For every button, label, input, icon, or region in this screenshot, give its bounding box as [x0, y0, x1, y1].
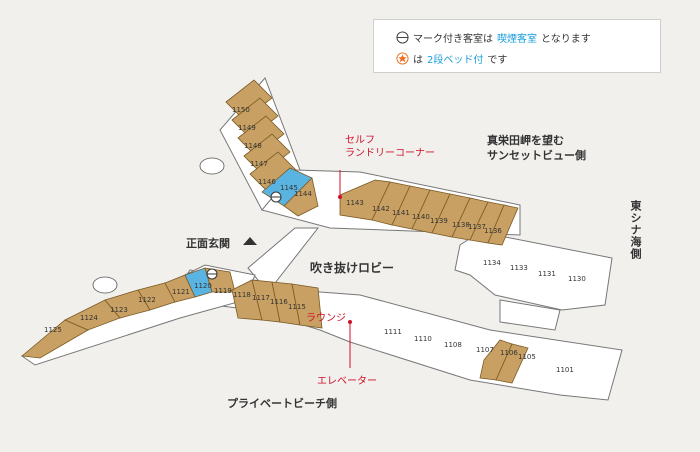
laundry-marker-icon	[338, 195, 342, 199]
room-1146[interactable]	[249, 151, 297, 193]
room-label: 1108	[444, 341, 462, 349]
entrance-label: 正面玄関	[186, 237, 230, 250]
room-label: 1105	[518, 353, 536, 361]
legend-smoking-prefix: マーク付き客室は	[413, 34, 493, 45]
legend-bunk-prefix: は	[413, 55, 423, 66]
room-1115[interactable]	[291, 283, 323, 329]
room-label: 1148	[244, 142, 262, 150]
room-1150[interactable]	[225, 79, 273, 121]
room-1148[interactable]	[237, 115, 285, 157]
room-label: 1137	[468, 223, 486, 231]
room-1144[interactable]	[283, 177, 319, 217]
room-1147[interactable]	[243, 133, 291, 175]
room-numbers: 1150 1149 1148 1147 1146 1145 1144 1143 …	[44, 106, 586, 374]
room-label: 1116	[270, 298, 288, 306]
room-label: 1131	[538, 270, 556, 278]
elevator-label: エレベーター	[317, 376, 377, 387]
smoking-mark-icon	[396, 31, 409, 44]
room-label: 1143	[346, 199, 364, 207]
west-wing-rooms	[21, 267, 236, 359]
room-label: 1145	[280, 184, 298, 192]
room-label: 1136	[484, 227, 502, 235]
room-label: 1111	[384, 328, 402, 336]
room-label: 1118	[233, 291, 251, 299]
legend-bunk-row: は 2段ベッド付です	[396, 51, 507, 66]
room-label: 1115	[288, 303, 306, 311]
room-label: 1141	[392, 209, 410, 217]
lounge-marker-icon	[348, 320, 352, 324]
east-block-floor	[454, 231, 613, 311]
legend-smoking-suffix: となります	[541, 34, 591, 45]
room-label: 1150	[232, 106, 250, 114]
room-label: 1124	[80, 314, 98, 322]
room-label: 1110	[414, 335, 432, 343]
room-label: 1140	[412, 213, 430, 221]
legend-box: マーク付き客室は喫煙客室となります は 2段ベッド付です	[373, 19, 661, 73]
beach-label: プライベートビーチ側	[227, 397, 337, 410]
room-label: 1101	[556, 366, 574, 374]
room-label: 1146	[258, 178, 276, 186]
room-1105[interactable]	[495, 343, 529, 384]
room-label: 1147	[250, 160, 268, 168]
legend-smoking-highlight: 喫煙客室	[497, 34, 537, 45]
room-label: 1123	[110, 306, 128, 314]
laundry-label: セルフ ランドリーコーナー	[345, 135, 435, 159]
staircase-icon	[92, 157, 225, 294]
room-label: 1117	[252, 294, 270, 302]
room-label: 1149	[238, 124, 256, 132]
lounge-label: ラウンジ	[306, 313, 346, 324]
room-label: 1119	[214, 287, 232, 295]
room-label: 1107	[476, 346, 494, 354]
smoking-mark-icon	[206, 191, 282, 280]
sunset-view-label: 真栄田岬を望む サンセットビュー側	[487, 134, 586, 162]
east-connector-floor	[499, 299, 561, 331]
atrium-label: 吹き抜けロビー	[310, 261, 395, 275]
room-label: 1122	[138, 296, 156, 304]
legend-smoking-row: マーク付き客室は喫煙客室となります	[396, 30, 591, 45]
room-label: 1130	[568, 275, 586, 283]
room-label: 1139	[430, 217, 448, 225]
room-1149[interactable]	[231, 97, 279, 139]
room-label: 1138	[452, 221, 470, 229]
entrance-marker-icon	[243, 237, 257, 245]
room-label: 1144	[294, 190, 312, 198]
room-label: 1125	[44, 326, 62, 334]
room-label: 1120	[194, 282, 212, 290]
room-label: 1106	[500, 349, 518, 357]
north-row-rooms	[339, 179, 519, 246]
room-label: 1134	[483, 259, 501, 267]
leader-lines	[339, 170, 351, 368]
mid-row-rooms	[231, 279, 323, 329]
room-1136[interactable]	[487, 204, 519, 246]
room-label: 1142	[372, 205, 390, 213]
floor-plates	[21, 77, 623, 401]
east-china-sea-label: 東シナ海側	[629, 200, 642, 260]
legend-bunk-suffix: です	[487, 55, 508, 66]
star-icon	[396, 52, 409, 65]
south-row-rooms	[479, 339, 529, 384]
legend-bunk-highlight: 2段ベッド付	[427, 55, 484, 66]
room-label: 1133	[510, 264, 528, 272]
room-label: 1121	[172, 288, 190, 296]
